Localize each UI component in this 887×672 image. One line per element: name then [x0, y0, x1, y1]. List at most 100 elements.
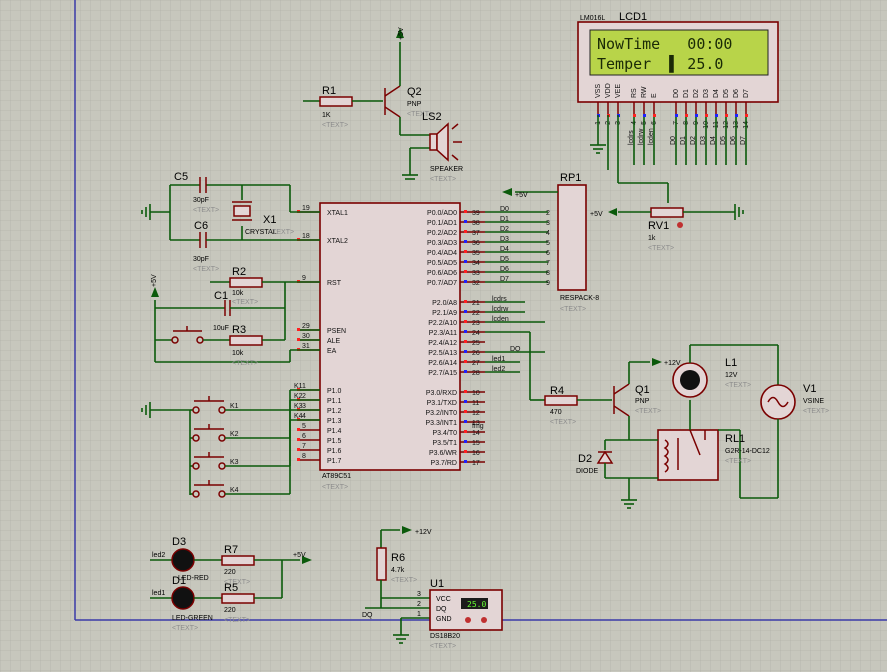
resistor-pack-rp1[interactable]: RP1 RESPACK-8 <TEXT> +5V	[502, 172, 599, 313]
mcu-right-pin-name: P0.6/AD6	[427, 270, 457, 277]
u1-pin-vcc: VCC	[436, 596, 451, 603]
d1-type: LED-GREEN	[172, 615, 213, 622]
mcu-model: AT89C51	[322, 473, 351, 480]
lcd-net-label: lcdrw	[638, 128, 645, 145]
lcd-pin-name: D4	[713, 89, 720, 98]
r4-text-placeholder: <TEXT>	[550, 419, 576, 426]
led-circuit[interactable]: led2 +5V D3 LED-RED R7 220 <TEXT> led1 D…	[150, 536, 312, 632]
potentiometer-rv1[interactable]: +5V RV1 1k <TEXT>	[590, 204, 744, 252]
mcu-right-pin-num: 23	[472, 320, 480, 327]
l1-text-placeholder: <TEXT>	[725, 382, 751, 389]
lcd-pin-name: D3	[703, 89, 710, 98]
mcu-left-pin-name: ALE	[327, 338, 341, 345]
lcd-pin-name: VSS	[595, 84, 602, 98]
u1-temp-down-button[interactable]	[465, 617, 471, 623]
mcu-right-pin-name: P0.2/AD2	[427, 230, 457, 237]
oscillator-circuit[interactable]: C5 30pF <TEXT> C6 30pF <TEXT> X1 CRYSTAL…	[141, 171, 320, 273]
mcu-right-pin-num: 27	[472, 360, 480, 367]
lamp-l1[interactable]: L1 12V <TEXT>	[672, 344, 779, 398]
lcd-net-label: D1	[680, 136, 687, 145]
port0-net-label: D6	[500, 266, 509, 273]
transistor-q1[interactable]: +12V Q1 PNP <TEXT>	[613, 358, 681, 440]
mcu-left-pin-name: XTAL1	[327, 210, 348, 217]
sensor-ds18b20[interactable]: VCC DQ GND 3 2 1 25.0 U1 DS18B20 <TEXT>	[417, 578, 503, 650]
lcd-pin-name: D6	[733, 89, 740, 98]
lcd-line-1: NowTime 00:00	[597, 35, 732, 53]
key-label: K3	[230, 459, 239, 466]
resistor-r4[interactable]: R4 470 <TEXT>	[544, 385, 612, 426]
r3-text-placeholder: <TEXT>	[232, 360, 258, 367]
lcd-pin-name: RW	[641, 86, 648, 98]
mcu-left-pin-name: P1.0	[327, 388, 342, 395]
reset-circuit[interactable]: +5V C1 10uF R2 10k <TEXT> R3 10k <TEXT>	[151, 266, 320, 367]
mcu-right-pin-name: P3.6/WR	[429, 450, 457, 457]
mcu-at89c51[interactable]: 19XTAL118XTAL29RST29PSEN30ALE31EA1P1.02P…	[297, 202, 485, 491]
rp1-vcc-label: +5V	[515, 192, 528, 199]
lcd-screen	[589, 29, 769, 76]
ls2-text-placeholder: <TEXT>	[430, 176, 456, 183]
lcd-net-label: D7	[740, 136, 747, 145]
q1-type: PNP	[635, 398, 650, 405]
mcu-right-pin-num: 16	[472, 450, 480, 457]
c1-ref: C1	[214, 290, 228, 302]
u1-display	[461, 598, 488, 609]
port0-net-label: D1	[500, 216, 509, 223]
transistor-q2[interactable]: +5V Q2 PNP <TEXT>	[384, 27, 433, 135]
mcu-right-pin-num: 32	[472, 280, 480, 287]
speaker-ls2[interactable]: LS2 SPEAKER <TEXT>	[400, 111, 463, 183]
mcu-right-pin-num: 15	[472, 440, 480, 447]
pullup-r6[interactable]: +12V DQ R6 4.7k <TEXT>	[362, 526, 432, 644]
resistor-r1[interactable]: R1 1K <TEXT>	[303, 85, 383, 129]
u1-pinnum-2: 2	[417, 601, 421, 608]
mcu-right-pin-num: 35	[472, 250, 480, 257]
mcu-right-pin-num: 25	[472, 340, 480, 347]
rv1-adjust-knob[interactable]	[677, 222, 683, 228]
mcu-right-pin-name: P2.2/A10	[428, 320, 457, 327]
port0-net-label: D2	[500, 226, 509, 233]
port2-net-label: lcden	[492, 316, 509, 323]
port2-net-label: DQ	[510, 346, 521, 353]
r2-text-placeholder: <TEXT>	[232, 299, 258, 306]
mcu-right-pin-name: P2.5/A13	[428, 350, 457, 357]
dq-net-label: DQ	[362, 612, 373, 619]
lcd-net-label: lcdrs	[628, 130, 635, 145]
x1-type: CRYSTAL	[245, 229, 277, 236]
lcd-net-label: D6	[730, 136, 737, 145]
diode-d2[interactable]: D2 DIODE	[576, 439, 640, 509]
mcu-right-pin-num: 26	[472, 350, 480, 357]
c1-value: 10uF	[213, 325, 229, 332]
r3-ref: R3	[232, 324, 246, 336]
mcu-right-pin-name: P3.0/RXD	[426, 390, 457, 397]
d1-net-label: led1	[152, 590, 165, 597]
mcu-left-pin-name: P1.5	[327, 438, 342, 445]
u1-temp-up-button[interactable]	[481, 617, 487, 623]
ls2-ref: LS2	[422, 111, 442, 123]
mcu-right-pin-num: 13	[472, 420, 480, 427]
c6-value: 30pF	[193, 256, 209, 263]
mcu-left-pin-num: 6	[302, 433, 306, 440]
mcu-right-pin-name: P0.0/AD0	[427, 210, 457, 217]
rp1-pin-num: 9	[546, 280, 550, 287]
mcu-right-pin-name: P3.3/INT1	[425, 420, 457, 427]
lcd-ref: LCD1	[619, 11, 647, 23]
mcu-right-pin-name: P3.2/INT0	[425, 410, 457, 417]
rp1-pin-num: 2	[546, 210, 550, 217]
lcd-module[interactable]: NowTime 00:00 Temper ▌ 25.0 LM016L LCD1 …	[577, 11, 779, 165]
mcu-left-pin-num: 29	[302, 323, 310, 330]
key-label: K1	[230, 403, 239, 410]
mcu-right-pin-name: P2.7/A15	[428, 370, 457, 377]
port2-net-label: lcdrw	[492, 306, 509, 313]
d2-type: DIODE	[576, 468, 599, 475]
rp1-pin-num: 4	[546, 230, 550, 237]
source-v1[interactable]: V1 VSINE <TEXT>	[760, 383, 829, 498]
lcd-net-label: D3	[700, 136, 707, 145]
q2-text-placeholder: <TEXT>	[407, 111, 433, 118]
mcu-left-pin-num: 9	[302, 275, 306, 282]
relay-rl1[interactable]: RL1 G2R-14-DC12 <TEXT>	[629, 400, 778, 499]
port0-net-label: D5	[500, 256, 509, 263]
